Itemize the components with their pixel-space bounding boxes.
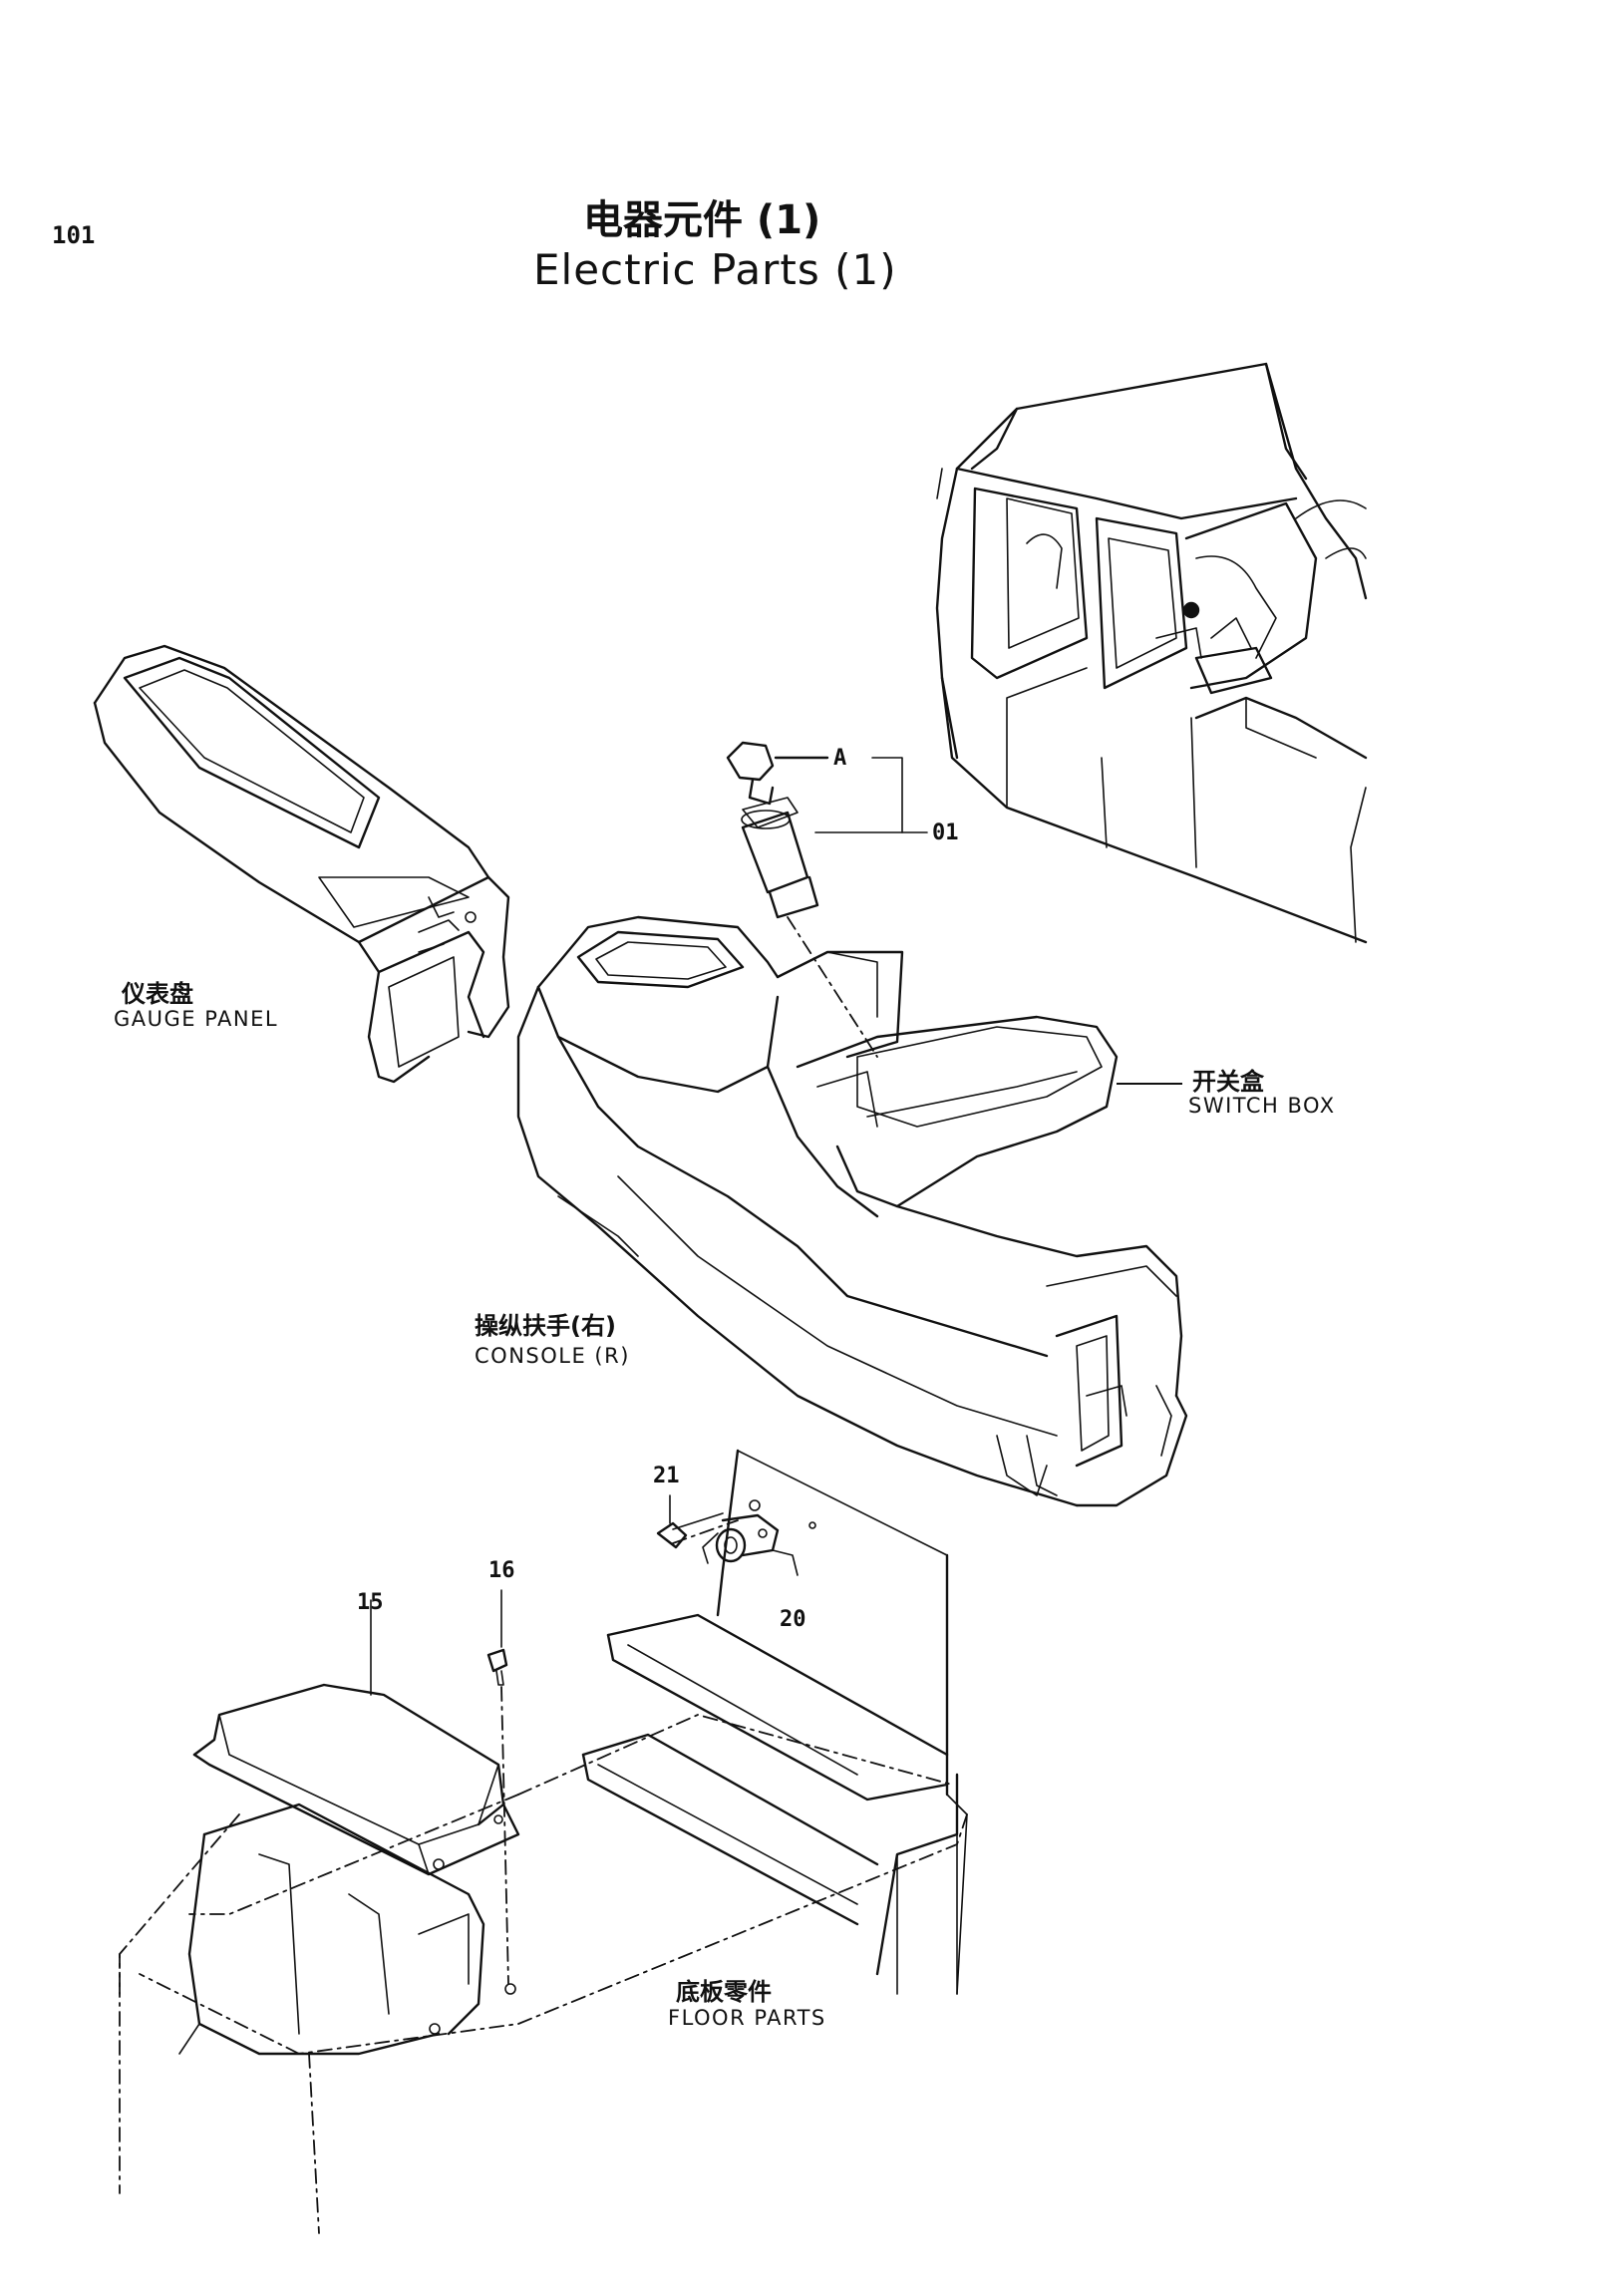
label-switch-box-en: SWITCH BOX: [1188, 1094, 1336, 1118]
label-console-zh: 操纵扶手(右): [475, 1312, 616, 1340]
label-gauge-panel-zh: 仪表盘: [122, 980, 193, 1008]
title-chinese: 电器元件 (1): [583, 197, 821, 243]
cab-illustration: [935, 362, 1368, 944]
label-floor-parts-en: FLOOR PARTS: [668, 2006, 826, 2030]
gauge-panel-illustration: [93, 644, 510, 1084]
callout-21: 21: [653, 1464, 680, 1488]
page-number: 101: [52, 221, 96, 249]
callout-16: 16: [488, 1558, 515, 1583]
label-console-en: CONSOLE (R): [475, 1344, 630, 1368]
callout-01: 01: [932, 820, 959, 845]
callout-A: A: [833, 746, 847, 771]
switch-box-leader: [1117, 1083, 1182, 1085]
floor-parts-illustration: [119, 1449, 968, 2234]
key-switch-illustration: [726, 741, 928, 1058]
label-switch-box-zh: 开关盒: [1192, 1068, 1264, 1096]
callout-20: 20: [780, 1607, 806, 1632]
callout-15: 15: [357, 1590, 384, 1615]
title-english: Electric Parts (1): [533, 245, 897, 294]
console-illustration: [516, 915, 1188, 1507]
label-floor-parts-zh: 底板零件: [676, 1978, 772, 2006]
label-gauge-panel-en: GAUGE PANEL: [114, 1007, 279, 1031]
